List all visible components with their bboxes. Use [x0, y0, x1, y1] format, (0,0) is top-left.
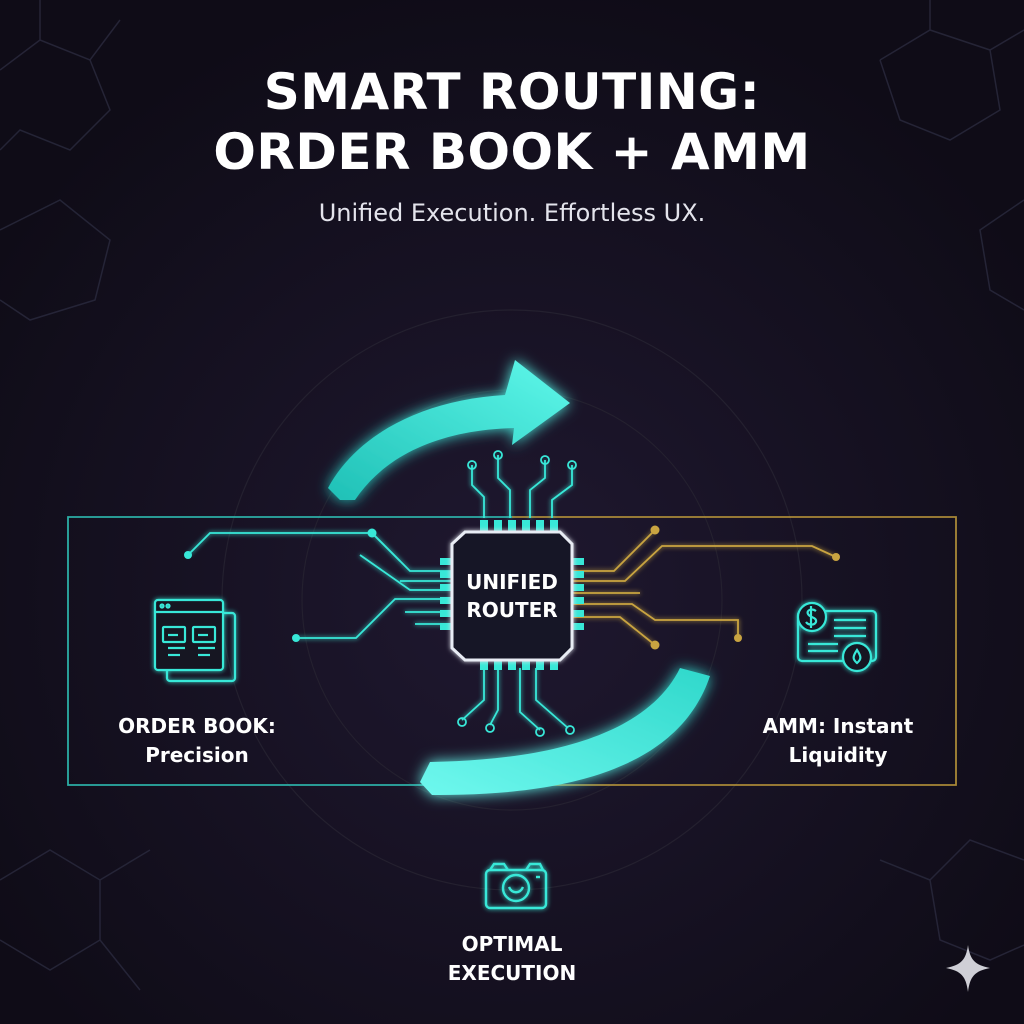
order-book-label: ORDER BOOK: Precision [118, 714, 276, 767]
bottom-circuit-traces [461, 668, 569, 731]
amm-coin-document-icon [796, 601, 878, 673]
top-circuit-nodes [467, 450, 577, 470]
order-book-frame [67, 516, 512, 786]
camera-smile-icon [484, 862, 548, 910]
page-title: SMART ROUTING: ORDER BOOK + AMM [213, 63, 811, 181]
chip-icon [440, 520, 584, 670]
optimal-execution-label: OPTIMAL EXECUTION [447, 932, 577, 985]
top-circuit-traces [471, 455, 573, 518]
chip-pins [440, 520, 584, 670]
arrow-top [328, 360, 570, 500]
left-circuit-nodes [184, 528, 377, 642]
bottom-circuit-nodes [457, 717, 575, 737]
amm-label: AMM: Instant Liquidity [762, 714, 914, 767]
sparkle-icon [946, 945, 990, 992]
router-label: UNIFIED ROUTER [466, 570, 558, 622]
right-circuit-traces [572, 529, 837, 646]
background-network-pattern [0, 0, 1024, 991]
page-subtitle: Unified Execution. Effortless UX. [318, 199, 706, 227]
right-circuit-nodes [650, 525, 840, 650]
amm-frame [512, 516, 957, 786]
arrow-bottom [420, 668, 710, 796]
order-book-window-icon [153, 598, 237, 683]
chip-body [450, 530, 574, 662]
